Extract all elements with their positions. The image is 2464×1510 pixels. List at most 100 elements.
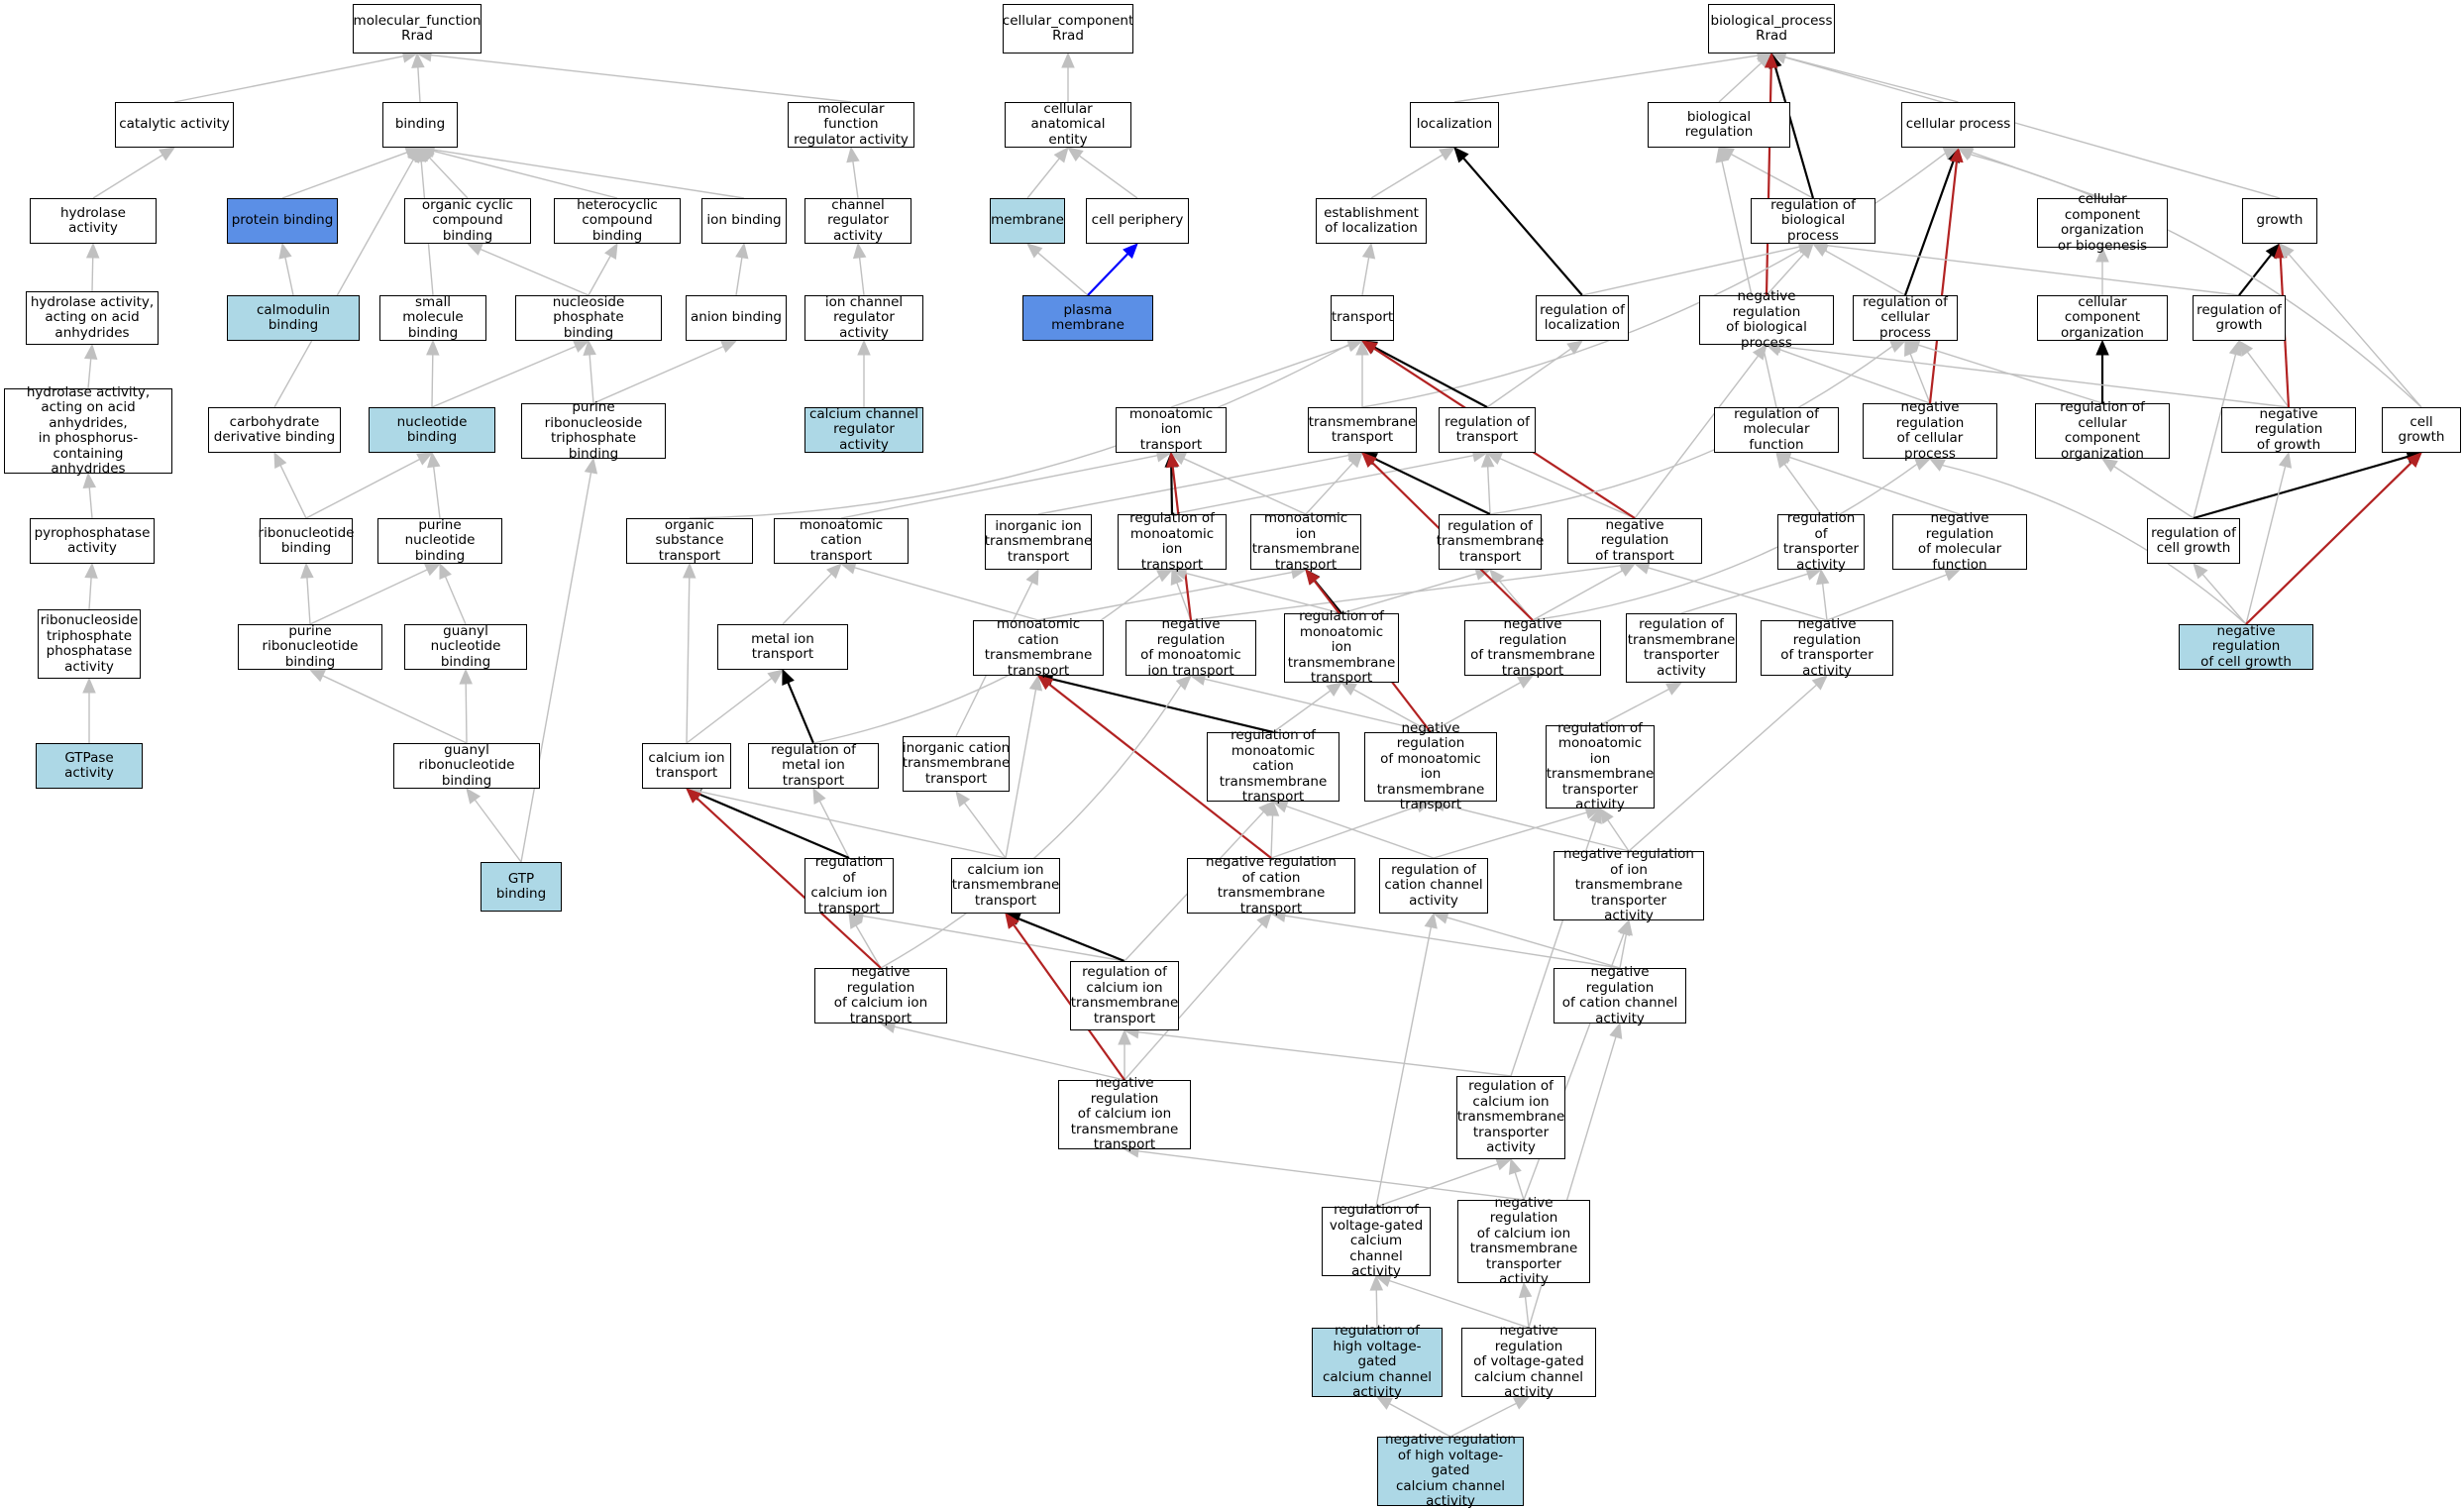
node-gtpase[interactable]: GTPase activity	[36, 743, 143, 789]
node-heterocyclic[interactable]: heterocyclic compound binding	[554, 197, 681, 244]
node-reg-transporter-act[interactable]: regulation of transporter activity	[1777, 510, 1865, 572]
node-ribonucleoside-tp[interactable]: ribonucleoside triphosphate phosphatase …	[38, 609, 141, 679]
node-calmodulin[interactable]: calmodulin binding	[227, 295, 360, 341]
node-neg-reg-growth[interactable]: negative regulation of growth	[2221, 406, 2356, 453]
node-hydrolase-phos[interactable]: hydrolase activity, acting on acid anhyd…	[4, 384, 172, 477]
node-growth[interactable]: growth	[2242, 198, 2317, 244]
node-reg-hvg-calcium-channel[interactable]: regulation of high voltage-gated calcium…	[1312, 1324, 1443, 1400]
node-cell-process[interactable]: cellular process	[1901, 102, 2015, 148]
node-purine-nucleotide[interactable]: purine nucleotide binding	[377, 517, 502, 564]
node-guanyl-nucleotide[interactable]: guanyl nucleotide binding	[404, 623, 527, 670]
node-monoatomic-ion-tm[interactable]: monoatomic ion transmembrane transport	[1250, 510, 1361, 573]
node-neg-reg-ion-tm-transporter[interactable]: negative regulation of ion transmembrane…	[1553, 847, 1704, 923]
node-plasma-mem[interactable]: plasma membrane	[1022, 295, 1153, 341]
node-reg-monoatomic-cation-tm[interactable]: regulation of monoatomic cation transmem…	[1207, 728, 1339, 805]
node-reg-bio-proc[interactable]: regulation of biological process	[1751, 197, 1875, 244]
node-monoatomic-ion-transport[interactable]: monoatomic ion transport	[1116, 406, 1227, 453]
node-membrane[interactable]: membrane	[990, 198, 1065, 244]
node-small-mol[interactable]: small molecule binding	[379, 294, 486, 341]
node-reg-cation-channel[interactable]: regulation of cation channel activity	[1379, 858, 1488, 914]
node-neg-reg-calcium-ion-tm[interactable]: negative regulation of calcium ion trans…	[1058, 1076, 1191, 1152]
node-reg-growth[interactable]: regulation of growth	[2193, 295, 2286, 341]
node-neg-reg-calcium-ion-transport[interactable]: negative regulation of calcium ion trans…	[814, 964, 947, 1025]
node-bio-reg[interactable]: biological regulation	[1648, 102, 1790, 148]
node-hydrolase[interactable]: hydrolase activity	[30, 198, 157, 244]
node-transmembrane-transport[interactable]: transmembrane transport	[1308, 407, 1417, 453]
node-carb-deriv[interactable]: carbohydrate derivative binding	[208, 407, 341, 453]
node-neg-reg-bio-proc[interactable]: negative regulation of biological proces…	[1699, 288, 1834, 350]
node-estab-loc[interactable]: establishment of localization	[1316, 198, 1427, 244]
node-reg-calcium-ion-tm[interactable]: regulation of calcium ion transmembrane …	[1070, 961, 1179, 1030]
node-reg-calcium-ion-tm-transporter[interactable]: regulation of calcium ion transmembrane …	[1456, 1076, 1565, 1159]
node-nucleotide-binding[interactable]: nucleotide binding	[369, 407, 495, 453]
node-reg-cell-growth[interactable]: regulation of cell growth	[2147, 518, 2240, 564]
node-neg-reg-transporter-act[interactable]: negative regulation of transporter activ…	[1761, 616, 1893, 678]
node-inorganic-cation-tm[interactable]: inorganic cation transmembrane transport	[903, 736, 1010, 792]
node-reg-monoatomic-ion-tm[interactable]: regulation of monoatomic ion transmembra…	[1284, 609, 1399, 686]
node-monoatomic-cation-tm[interactable]: monoatomic cation transmembrane transpor…	[973, 616, 1104, 678]
node-purine-ribonucleotide[interactable]: purine ribonucleotide binding	[238, 623, 382, 670]
node-inorganic-ion-tm[interactable]: inorganic ion transmembrane transport	[985, 514, 1092, 570]
node-mf-root[interactable]: molecular_function Rrad	[353, 4, 482, 54]
node-neg-reg-monoatomic-ion-transport[interactable]: negative regulation of monoatomic ion tr…	[1125, 616, 1256, 678]
node-guanyl-ribonucleotide[interactable]: guanyl ribonucleotide binding	[393, 742, 540, 789]
node-reg-tm-transport[interactable]: regulation of transmembrane transport	[1437, 514, 1544, 570]
node-transport[interactable]: transport	[1331, 295, 1394, 341]
node-neg-reg-tm-transport[interactable]: negative regulation of transmembrane tra…	[1464, 616, 1601, 678]
node-reg-metal-ion-transport[interactable]: regulation of metal ion transport	[748, 742, 879, 789]
node-neg-reg-cation-tm[interactable]: negative regulation of cation transmembr…	[1187, 854, 1355, 916]
node-ion-chan-reg[interactable]: ion channel regulator activity	[804, 294, 923, 341]
node-pyrophosphatase[interactable]: pyrophosphatase activity	[30, 518, 155, 564]
node-reg-tm-transporter-act[interactable]: regulation of transmembrane transporter …	[1626, 613, 1737, 683]
node-hydrolase-anhyd[interactable]: hydrolase activity, acting on acid anhyd…	[26, 291, 159, 345]
node-neg-reg-calcium-ion-tm-transporter[interactable]: negative regulation of calcium ion trans…	[1457, 1195, 1590, 1287]
node-neg-reg-mol-func[interactable]: negative regulation of molecular functio…	[1892, 510, 2027, 572]
node-organic-cyclic[interactable]: organic cyclic compound binding	[404, 197, 531, 244]
node-cell-anat[interactable]: cellular anatomical entity	[1005, 101, 1131, 148]
node-reg-localization[interactable]: regulation of localization	[1536, 295, 1629, 341]
node-cc-root[interactable]: cellular_component Rrad	[1003, 4, 1133, 54]
node-purine-ribonucleoside-tp[interactable]: purine ribonucleoside triphosphate bindi…	[521, 399, 666, 461]
node-calcium-ion-tm[interactable]: calcium ion transmembrane transport	[951, 858, 1060, 914]
node-calcium-ion-transport[interactable]: calcium ion transport	[642, 743, 731, 789]
node-mf-regulator[interactable]: molecular function regulator activity	[788, 101, 914, 148]
node-metal-ion-transport[interactable]: metal ion transport	[717, 624, 848, 670]
node-reg-cc-org[interactable]: regulation of cellular component organiz…	[2035, 399, 2170, 461]
node-cc-org[interactable]: cellular component organization	[2037, 294, 2168, 341]
node-reg-monoatomic-ion-tm-transporter[interactable]: regulation of monoatomic ion transmembra…	[1546, 719, 1655, 812]
node-neg-reg-cell-growth[interactable]: negative regulation of cell growth	[2179, 623, 2313, 670]
node-neg-reg-hvg-calcium-channel[interactable]: negative regulation of high voltage-gate…	[1377, 1433, 1524, 1509]
node-cell-growth[interactable]: cell growth	[2382, 407, 2461, 453]
node-reg-vg-calcium-channel[interactable]: regulation of voltage-gated calcium chan…	[1322, 1203, 1431, 1279]
node-cell-periphery[interactable]: cell periphery	[1086, 198, 1189, 244]
node-ion-binding[interactable]: ion binding	[701, 198, 787, 244]
node-bp-root[interactable]: biological_process Rrad	[1708, 4, 1835, 54]
node-channel-reg[interactable]: channel regulator activity	[804, 197, 911, 244]
node-cc-org-biogen[interactable]: cellular component organization or bioge…	[2037, 191, 2168, 253]
edge-neg_reg_cation_channel-to-reg_cation_channel	[1446, 917, 1621, 969]
node-reg-cell-proc[interactable]: regulation of cellular process	[1853, 294, 1958, 341]
node-organic-subst[interactable]: organic substance transport	[626, 517, 753, 564]
node-neg-reg-vg-calcium-channel[interactable]: negative regulation of voltage-gated cal…	[1461, 1324, 1596, 1400]
edge-channel_reg-to-mf_regulator	[852, 161, 859, 199]
node-anion-binding[interactable]: anion binding	[686, 295, 787, 341]
node-reg-calcium-ion-transport[interactable]: regulation of calcium ion transport	[804, 854, 894, 916]
node-calcium-chan-reg[interactable]: calcium channel regulator activity	[804, 406, 923, 453]
node-binding[interactable]: binding	[382, 102, 458, 148]
node-localization[interactable]: localization	[1410, 102, 1499, 148]
node-reg-transport[interactable]: regulation of transport	[1439, 407, 1536, 453]
node-reg-monoatomic-ion-transport[interactable]: regulation of monoatomic ion transport	[1118, 510, 1227, 572]
node-neg-reg-cell-proc[interactable]: negative regulation of cellular process	[1863, 399, 1997, 461]
node-reg-mol-func[interactable]: regulation of molecular function	[1714, 406, 1839, 453]
node-protein-binding[interactable]: protein binding	[227, 198, 338, 244]
node-neg-reg-monoatomic-ion-tm[interactable]: negative regulation of monoatomic ion tr…	[1364, 720, 1497, 812]
node-nucleoside-phos[interactable]: nucleoside phosphate binding	[515, 294, 662, 341]
node-ribonucleotide[interactable]: ribonucleotide binding	[259, 518, 354, 564]
node-neg-reg-cation-channel[interactable]: negative regulation of cation channel ac…	[1553, 964, 1686, 1025]
edge-guanyl_nucleotide-to-purine_nucleotide	[444, 576, 467, 625]
node-monoatomic-cation-transport[interactable]: monoatomic cation transport	[774, 517, 909, 564]
edge-neg_reg_calcium_ion_transport-to-neg_reg_monoatomic_ion_transport	[880, 685, 1182, 969]
node-neg-reg-transport[interactable]: negative regulation of transport	[1567, 517, 1702, 564]
node-catalytic[interactable]: catalytic activity	[115, 102, 234, 148]
node-gtp-binding[interactable]: GTP binding	[481, 862, 562, 912]
